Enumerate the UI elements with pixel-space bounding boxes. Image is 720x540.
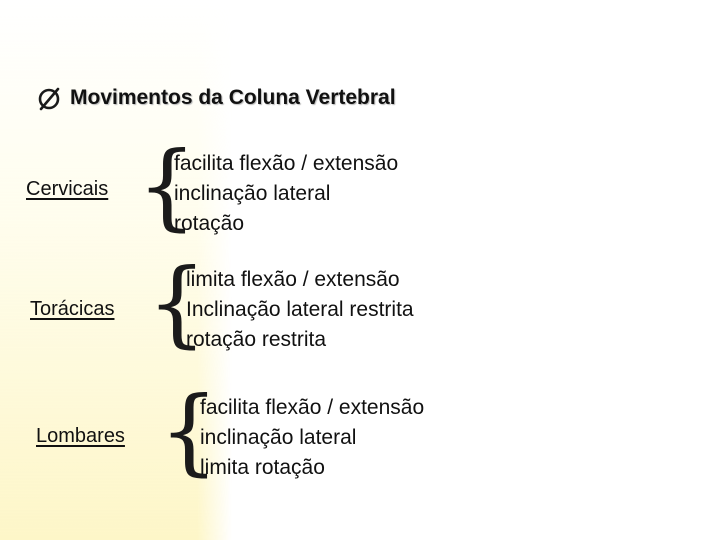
brace-lombares: { — [159, 377, 219, 486]
desc-line: limita rotação — [200, 456, 325, 479]
label-lombares: Lombares — [36, 425, 125, 447]
desc-line: rotação — [174, 212, 245, 235]
brace-toracicas: { — [147, 249, 207, 358]
brace-cervicais: { — [137, 132, 197, 241]
background-gradient — [0, 0, 232, 540]
desc-line: rotação restrita — [186, 328, 327, 351]
desc-line: inclinação lateral — [174, 182, 331, 205]
desc-line: facilita flexão / extensão — [174, 152, 399, 175]
broken-circle-icon — [36, 85, 62, 111]
slide-title: Movimentos da Coluna Vertebral — [36, 84, 396, 112]
slide-title-text: Movimentos da Coluna Vertebral — [70, 86, 396, 109]
desc-line: limita flexão / extensão — [186, 268, 400, 291]
desc-toracicas: limita flexão / extensão Inclinação late… — [186, 265, 414, 355]
desc-line: facilita flexão / extensão — [200, 396, 425, 419]
desc-lombares: facilita flexão / extensão inclinação la… — [200, 393, 424, 483]
label-toracicas: Torácicas — [30, 298, 115, 320]
desc-line: inclinação lateral — [200, 426, 357, 449]
desc-line: Inclinação lateral restrita — [186, 298, 414, 321]
label-cervicais: Cervicais — [26, 178, 109, 200]
desc-cervicais: facilita flexão / extensão inclinação la… — [174, 149, 398, 239]
